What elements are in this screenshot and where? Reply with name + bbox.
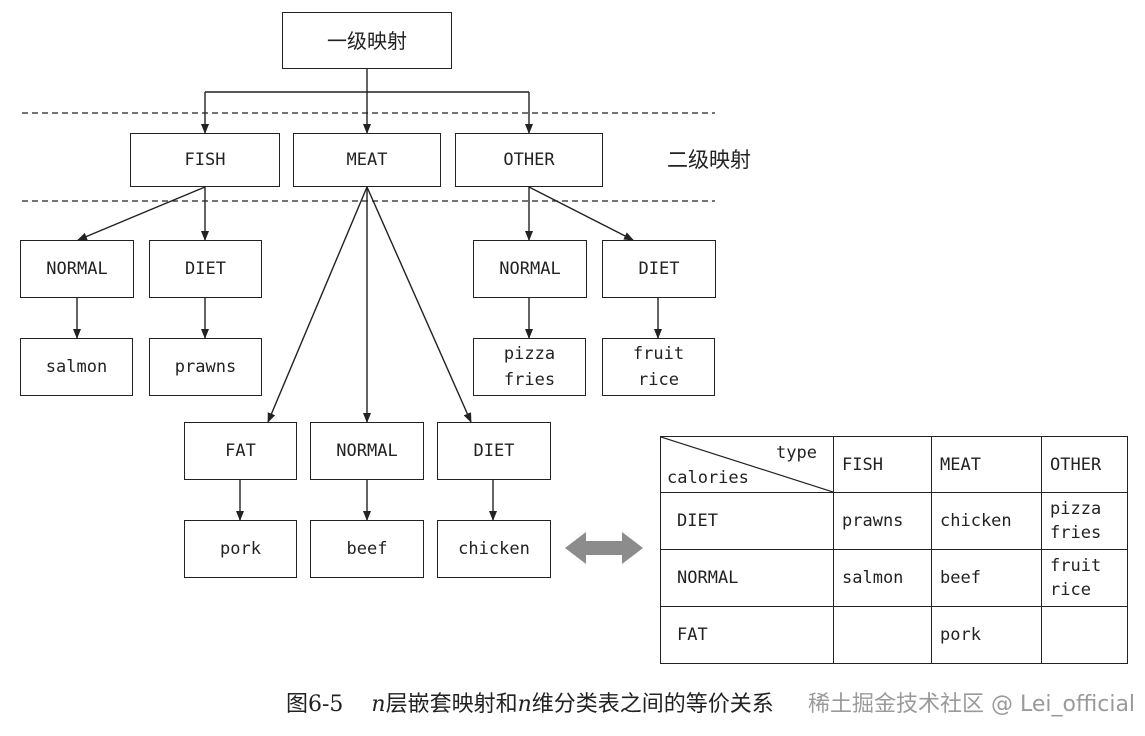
edge-other-diet [528, 186, 634, 241]
figure-caption: 图6-5 n层嵌套映射和n维分类表之间的等价关系 [286, 686, 774, 718]
table-header-row: type calories FISH MEAT OTHER [660, 436, 1128, 493]
node-fish-label: FISH [184, 150, 226, 170]
table-cell: fruit rice [1041, 549, 1128, 607]
node-prawns-label: prawns [174, 357, 237, 377]
table-cell: salmon [833, 549, 932, 607]
edge-meat-diet [366, 186, 472, 423]
node-fries-label: fries [503, 370, 556, 390]
node-fish: FISH [130, 133, 280, 187]
table-corner-cell: type calories [660, 436, 834, 493]
node-fish-diet: DIET [149, 240, 262, 298]
node-fish-normal: NORMAL [20, 240, 134, 298]
node-salmon-label: salmon [45, 357, 108, 377]
table-corner-type: type [776, 443, 817, 463]
node-pizza-label: pizza [503, 344, 556, 364]
node-meat-normal-label: NORMAL [336, 441, 398, 461]
node-fruit-rice: fruit rice [602, 338, 715, 396]
node-meat: MEAT [293, 133, 441, 187]
node-prawns: prawns [149, 338, 262, 396]
node-other-normal: NORMAL [473, 240, 587, 298]
node-root: 一级映射 [282, 12, 452, 69]
caption-text1: 层嵌套映射和 [385, 692, 518, 717]
node-fish-normal-label: NORMAL [46, 259, 108, 279]
node-fruit-label: fruit [632, 344, 685, 364]
table-col-header: FISH [833, 436, 932, 493]
table-cell: pizza fries [1041, 492, 1128, 550]
table-corner-calories: calories [667, 468, 749, 488]
caption-text2: 维分类表之间的等价关系 [531, 692, 774, 717]
node-other-diet-label: DIET [638, 259, 680, 279]
caption-n1: n [371, 692, 386, 717]
node-meat-diet: DIET [437, 422, 551, 480]
node-pork-label: pork [220, 539, 261, 559]
table-cell: chicken [931, 492, 1042, 550]
node-beef-label: beef [346, 539, 388, 559]
table-row: DIET prawns chicken pizza fries [660, 492, 1128, 550]
edge-fish-normal [77, 186, 206, 241]
table-row-label: NORMAL [660, 549, 834, 607]
edge-meat-fat [267, 186, 368, 423]
node-chicken: chicken [437, 520, 551, 578]
caption-figure-number: 图6-5 [286, 692, 344, 717]
node-fish-diet-label: DIET [185, 259, 226, 279]
node-meat-fat: FAT [184, 422, 297, 480]
node-meat-fat-label: FAT [225, 441, 256, 461]
table-cell [833, 606, 932, 664]
table-cell [1041, 606, 1128, 664]
node-other-diet: DIET [602, 240, 716, 298]
table-cell: beef [931, 549, 1042, 607]
table-col-header: OTHER [1041, 436, 1128, 493]
node-other-normal-label: NORMAL [499, 259, 561, 279]
table-col-header: MEAT [931, 436, 1042, 493]
node-chicken-label: chicken [458, 539, 530, 559]
tier-label-level2: 二级映射 [667, 148, 751, 172]
table-cell: prawns [833, 492, 932, 550]
table-row-label: FAT [660, 606, 834, 664]
node-pork: pork [184, 520, 297, 578]
table-cell: pork [931, 606, 1042, 664]
node-beef: beef [310, 520, 424, 578]
double-arrow-icon [565, 532, 643, 564]
caption-n2: n [517, 692, 532, 717]
classification-table: type calories FISH MEAT OTHER DIET prawn… [660, 436, 1128, 664]
node-other: OTHER [455, 133, 603, 187]
node-meat-label: MEAT [346, 150, 388, 170]
watermark: 稀土掘金技术社区 @ Lei_official [808, 692, 1136, 717]
node-other-label: OTHER [503, 150, 555, 170]
table-row-label: DIET [660, 492, 834, 550]
table-row: FAT pork [660, 606, 1128, 664]
node-pizza-fries: pizza fries [473, 338, 586, 396]
node-rice-label: rice [638, 370, 679, 390]
table-row: NORMAL salmon beef fruit rice [660, 549, 1128, 607]
node-meat-diet-label: DIET [473, 441, 515, 461]
node-salmon: salmon [20, 338, 133, 396]
node-meat-normal: NORMAL [310, 422, 424, 480]
node-root-label: 一级映射 [327, 28, 407, 53]
